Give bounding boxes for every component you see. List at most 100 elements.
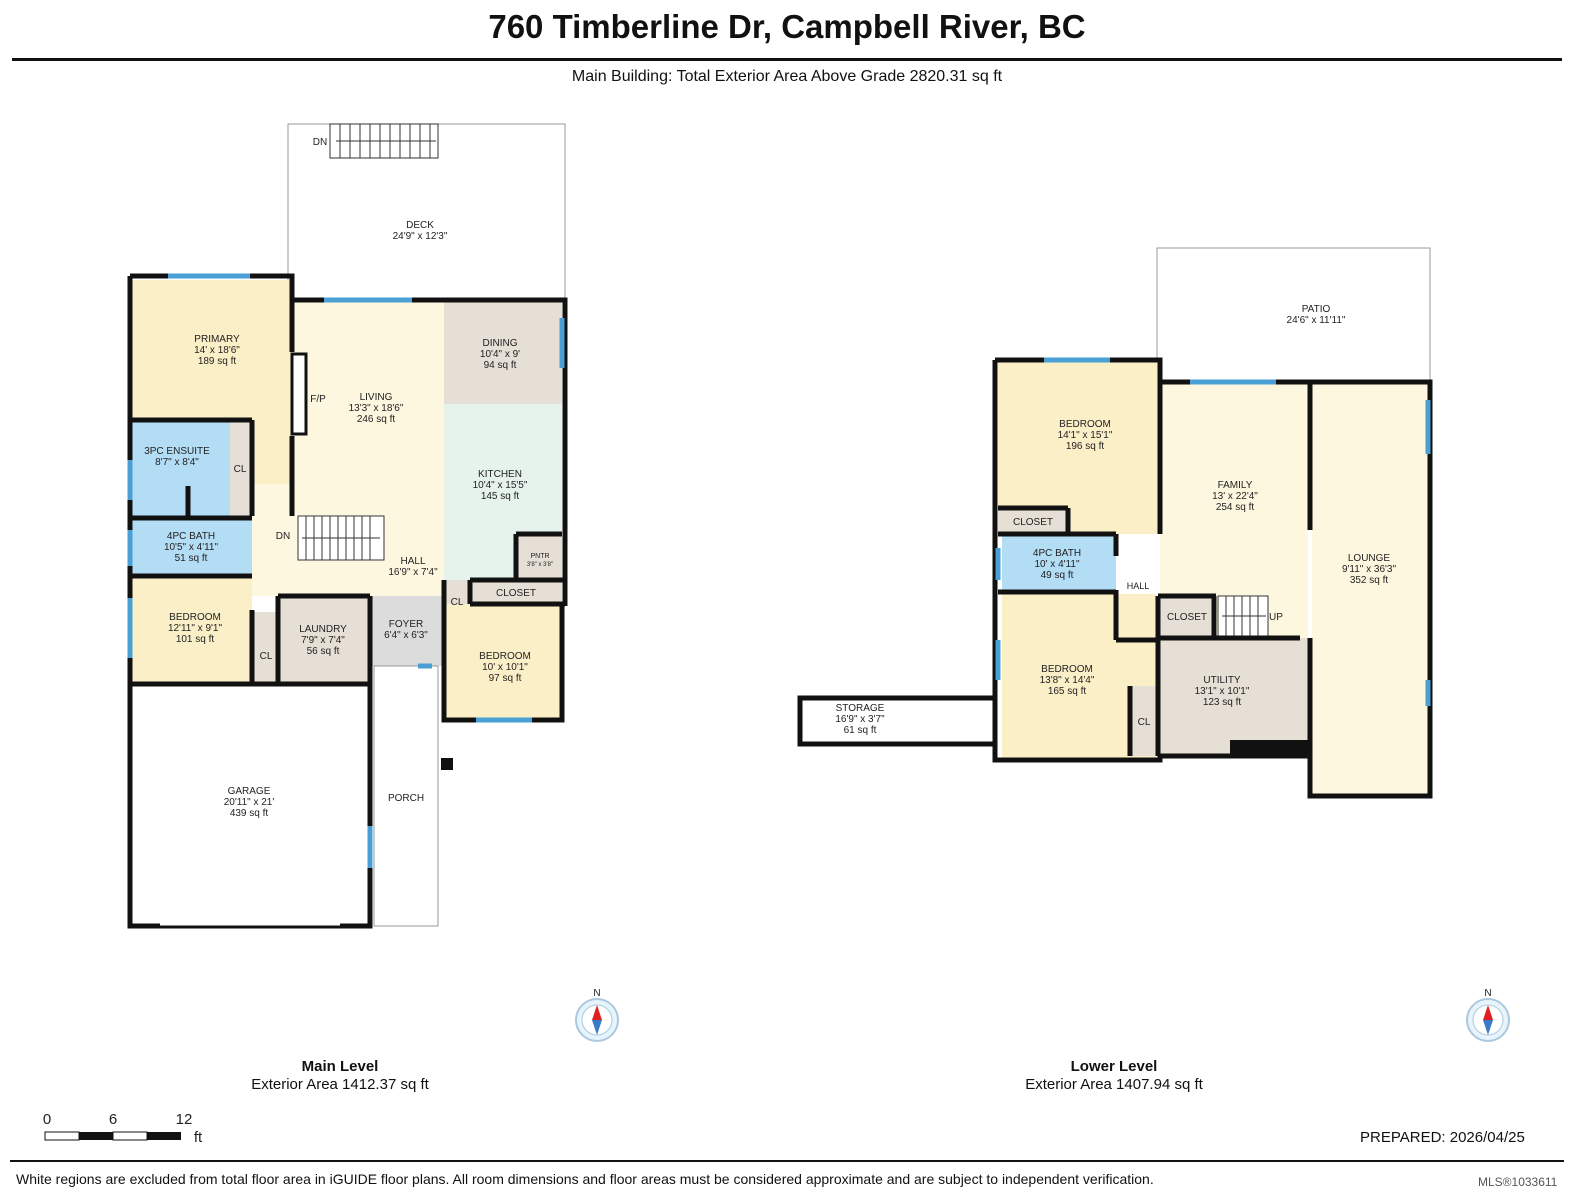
label-lower-bedroom-2: BEDROOM <box>1041 664 1093 675</box>
label-living: LIVING <box>360 392 393 403</box>
label-4pc-bath: 4PC BATH <box>167 531 215 542</box>
label-bedroom-2-area: 97 sq ft <box>489 673 522 684</box>
label-lower-bedroom-1-area: 196 sq ft <box>1066 441 1105 452</box>
label-living-dims: 13'3" x 18'6" <box>349 403 404 414</box>
label-lower-bath-dims: 10' x 4'11" <box>1035 559 1080 570</box>
room-closet <box>470 580 562 604</box>
label-kitchen-area: 145 sq ft <box>481 491 520 502</box>
label-laundry: LAUNDRY <box>299 624 347 635</box>
lower-level-area: Exterior Area 1407.94 sq ft <box>1025 1076 1203 1093</box>
label-living-area: 246 sq ft <box>357 414 396 425</box>
room-lower-bath <box>1002 536 1116 592</box>
room-foyer <box>370 596 444 666</box>
label-dining: DINING <box>483 338 518 349</box>
prepared-date: PREPARED: 2026/04/25 <box>1360 1129 1525 1146</box>
footer-divider <box>10 1160 1564 1162</box>
label-lower-closet-1: CLOSET <box>1013 517 1053 528</box>
room-storage <box>800 698 992 744</box>
building-summary: Main Building: Total Exterior Area Above… <box>571 68 1003 85</box>
label-storage-dims: 16'9" x 3'7" <box>835 714 885 725</box>
compass-lower: N <box>1466 988 1510 1042</box>
label-laundry-dims: 7'9" x 7'4" <box>301 635 345 646</box>
svg-text:ft: ft <box>194 1129 203 1146</box>
label-primary: PRIMARY <box>194 334 240 345</box>
label-garage-area: 439 sq ft <box>230 808 269 819</box>
label-patio: PATIO <box>1302 304 1331 315</box>
label-utility-dims: 13'1" x 10'1" <box>1195 686 1250 697</box>
label-fireplace: F/P <box>310 394 326 405</box>
main-level-title: Main Level <box>301 1058 379 1075</box>
label-foyer-dims: 6'4" x 6'3" <box>384 630 428 641</box>
compass-main: N <box>575 988 619 1042</box>
lower-level-plan: PATIO 24'6" x 11'11" BEDROOM 14'1" x 15'… <box>797 247 1433 799</box>
label-hall-dims: 16'9" x 7'4" <box>388 567 438 578</box>
lower-level-walls <box>797 357 1433 799</box>
label-deck-stairs: DN <box>313 137 327 148</box>
label-stairs-down: DN <box>276 531 290 542</box>
room-bedroom-1 <box>130 576 252 684</box>
mls-number: MLS®1033611 <box>1478 1175 1558 1189</box>
label-kitchen: KITCHEN <box>478 469 522 480</box>
label-family: FAMILY <box>1218 480 1253 491</box>
svg-text:N: N <box>1484 988 1491 999</box>
room-lounge <box>1312 384 1428 794</box>
label-utility: UTILITY <box>1203 675 1241 686</box>
porch-post <box>441 758 453 770</box>
label-stairs-up: UP <box>1269 612 1283 623</box>
label-lower-bedroom-1-dims: 14'1" x 15'1" <box>1058 430 1113 441</box>
label-lower-bedroom-2-area: 165 sq ft <box>1048 686 1087 697</box>
label-lower-bedroom-2-dims: 13'8" x 14'4" <box>1040 675 1095 686</box>
lower-level-windows <box>995 357 1431 706</box>
main-level-labels: DN DECK 24'9" x 12'3" PRIMARY 14' x 18'6… <box>144 137 553 819</box>
room-bedroom-1-closet <box>252 612 278 684</box>
label-bedroom-2-dims: 10' x 10'1" <box>482 662 528 673</box>
main-level-area: Exterior Area 1412.37 sq ft <box>251 1076 429 1093</box>
label-bedroom-2: BEDROOM <box>479 651 531 662</box>
floor-plan-diagram: DN DECK 24'9" x 12'3" PRIMARY 14' x 18'6… <box>43 123 1510 1146</box>
label-lower-bath: 4PC BATH <box>1033 548 1081 559</box>
fireplace <box>290 352 308 436</box>
label-primary-area: 189 sq ft <box>198 356 237 367</box>
room-laundry <box>278 596 370 684</box>
label-lounge: LOUNGE <box>1348 553 1391 564</box>
label-family-dims: 13' x 22'4" <box>1212 491 1258 502</box>
room-4pc-bath <box>130 518 252 576</box>
title-divider <box>12 58 1562 61</box>
label-storage: STORAGE <box>836 703 885 714</box>
main-stairs <box>297 515 385 561</box>
lower-level-title: Lower Level <box>1070 1058 1158 1075</box>
room-lower-closet-1 <box>998 508 1068 534</box>
label-garage: GARAGE <box>228 786 271 797</box>
svg-text:0: 0 <box>43 1111 51 1128</box>
main-level-plan: DN DECK 24'9" x 12'3" PRIMARY 14' x 18'6… <box>127 123 568 929</box>
label-utility-area: 123 sq ft <box>1203 697 1242 708</box>
label-dining-dims: 10'4" x 9' <box>480 349 520 360</box>
label-bedroom-1-dims: 12'11" x 9'1" <box>168 623 223 634</box>
label-deck: DECK <box>406 220 434 231</box>
room-primary <box>130 280 292 420</box>
scale-bar: 0 6 12 ft <box>43 1111 203 1146</box>
room-lower-bedroom-2-closet <box>1130 686 1156 756</box>
label-porch: PORCH <box>388 793 424 804</box>
room-ensuite-closet <box>230 420 252 518</box>
main-level-windows <box>127 273 565 868</box>
label-bedroom-1-area: 101 sq ft <box>176 634 215 645</box>
room-ensuite <box>130 420 230 518</box>
label-patio-dims: 24'6" x 11'11" <box>1287 315 1346 326</box>
label-bedroom-1: BEDROOM <box>169 612 221 623</box>
room-utility <box>1160 638 1308 754</box>
label-family-area: 254 sq ft <box>1216 502 1255 513</box>
deck-stairs <box>329 123 439 159</box>
label-pantry: PNTR <box>530 553 549 560</box>
label-closet: CLOSET <box>496 588 536 599</box>
label-ensuite-dims: 8'7" x 8'4" <box>155 457 199 468</box>
label-storage-area: 61 sq ft <box>844 725 877 736</box>
label-hall: HALL <box>400 556 425 567</box>
page-title: 760 Timberline Dr, Campbell River, BC <box>488 8 1086 45</box>
lower-level-labels: PATIO 24'6" x 11'11" BEDROOM 14'1" x 15'… <box>835 304 1396 736</box>
label-4pc-bath-dims: 10'5" x 4'11" <box>164 542 219 553</box>
label-primary-dims: 14' x 18'6" <box>194 345 240 356</box>
label-ensuite-closet: CL <box>234 464 247 475</box>
label-lower-bedroom-2-closet: CL <box>1138 717 1151 728</box>
room-pantry <box>516 534 562 580</box>
